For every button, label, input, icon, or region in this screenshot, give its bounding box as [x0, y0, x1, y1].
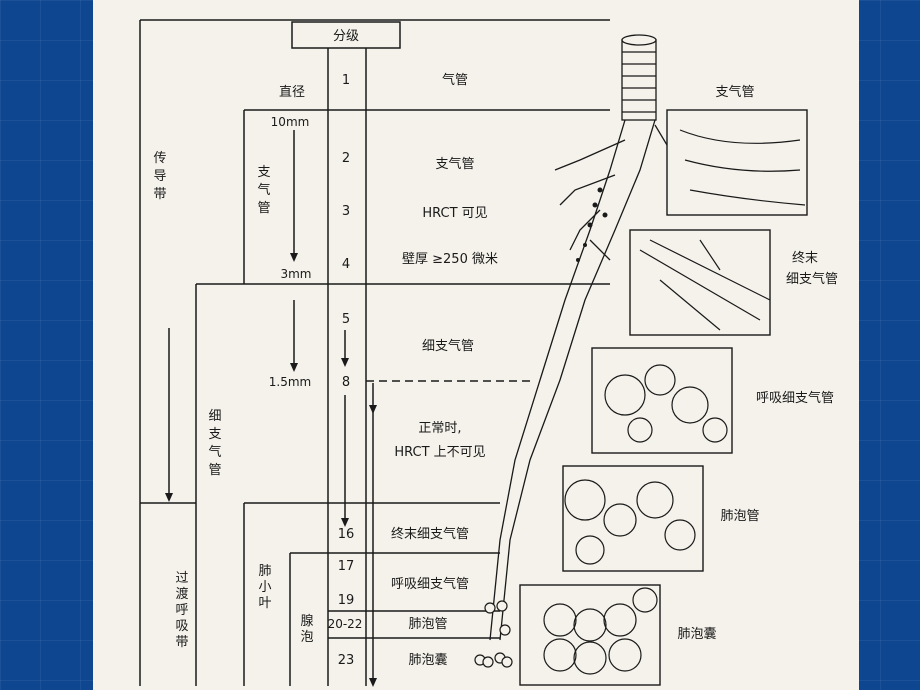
- zone-trans-4: 吸: [175, 619, 188, 634]
- group-bronchioles-2: 支: [208, 427, 221, 442]
- group-lobule-3: 叶: [258, 596, 271, 611]
- gen-23: 23: [338, 653, 355, 668]
- desc-normal-2: HRCT 上不可见: [394, 445, 485, 460]
- zone-conducting-3: 带: [153, 187, 166, 202]
- gen-16: 16: [338, 527, 355, 542]
- group-bronchioles-3: 气: [208, 444, 221, 460]
- group-bronchioles-4: 管: [208, 463, 221, 478]
- zone-trans-1: 过: [175, 571, 188, 586]
- gen-5: 5: [342, 312, 350, 327]
- desc-normal-1: 正常时,: [418, 421, 461, 436]
- bronchus-illustration: [666, 109, 808, 216]
- gen-20-22: 20-22: [328, 617, 363, 631]
- illus-label-alveolar-sac: 肺泡囊: [677, 626, 716, 642]
- group-acinus-1: 腺: [300, 614, 313, 629]
- desc-hrct-visible: HRCT 可见: [422, 206, 487, 221]
- bronchial-tree-drawing: [489, 34, 671, 641]
- illus-label-terminal-1: 终末: [792, 250, 818, 266]
- desc-terminal: 终末细支气管: [391, 526, 469, 542]
- desc-alveolar-sac: 肺泡囊: [408, 652, 447, 668]
- illus-label-alveolar-duct: 肺泡管: [720, 509, 759, 524]
- respiratory-bronchiole-illustration: [591, 347, 733, 454]
- group-acinus-2: 泡: [300, 630, 313, 645]
- group-lobule-2: 小: [258, 580, 271, 595]
- gen-3: 3: [342, 204, 350, 219]
- grade-header: 分级: [333, 29, 359, 44]
- group-bronchi-3: 管: [257, 201, 270, 216]
- gen-19: 19: [338, 593, 355, 608]
- zone-trans-3: 呼: [175, 603, 188, 618]
- zone-conducting-2: 导: [153, 169, 166, 184]
- desc-bronchiole: 细支气管: [422, 338, 474, 354]
- gen-17: 17: [338, 559, 355, 574]
- diameter-1-5mm: 1.5mm: [269, 375, 311, 389]
- desc-trachea: 气管: [442, 72, 468, 88]
- gen-4: 4: [342, 257, 350, 272]
- diameter-header: 直径: [279, 85, 305, 100]
- illus-label-respiratory: 呼吸细支气管: [756, 390, 834, 406]
- desc-wall: 壁厚 ≥250 微米: [402, 252, 498, 267]
- illus-label-terminal-2: 细支气管: [786, 271, 838, 287]
- group-lobule-1: 肺: [258, 564, 271, 579]
- zone-trans-2: 渡: [175, 586, 188, 602]
- zone-conducting-1: 传: [153, 151, 166, 166]
- alveolar-duct-illustration: [562, 465, 704, 572]
- gen-8: 8: [342, 375, 350, 390]
- alveolar-sac-illustration: [519, 584, 661, 686]
- group-bronchi-1: 支: [257, 165, 270, 180]
- desc-alveolar-duct: 肺泡管: [408, 617, 447, 632]
- group-bronchioles-1: 细: [208, 409, 221, 424]
- gen-1: 1: [342, 73, 350, 88]
- desc-bronchus: 支气管: [435, 156, 474, 172]
- desc-respiratory: 呼吸细支气管: [391, 576, 469, 592]
- diameter-3mm: 3mm: [280, 267, 311, 281]
- zone-trans-5: 带: [175, 635, 188, 650]
- group-bronchi-2: 气: [257, 182, 270, 198]
- terminal-bronchiole-illustration: [629, 229, 771, 336]
- gen-2: 2: [342, 151, 350, 166]
- illus-label-bronchus: 支气管: [715, 84, 754, 100]
- diameter-10mm: 10mm: [271, 115, 310, 129]
